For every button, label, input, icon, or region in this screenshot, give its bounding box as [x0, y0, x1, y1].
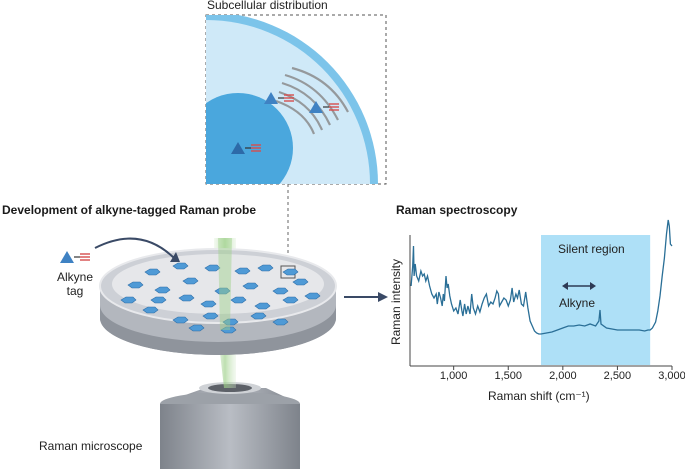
organelle-membranes: [275, 66, 349, 135]
probe-in-nucleus: [231, 142, 261, 154]
silent-region-label: Silent region: [558, 242, 625, 256]
x-axis-label: Raman shift (cm⁻¹): [488, 389, 590, 403]
cell-icon: [214, 287, 231, 295]
cell-icon: [127, 281, 144, 289]
cell-icon: [182, 277, 199, 285]
cell-icon: [172, 262, 189, 270]
probe-in-cell-2: [309, 101, 339, 113]
cell-icon: [178, 294, 195, 302]
cell-icon: [282, 296, 299, 304]
cell-icon: [272, 318, 289, 326]
curved-arrow: [94, 237, 175, 259]
subcellular-inset: [205, 14, 387, 185]
development-title: Development of alkyne-tagged Raman probe: [2, 203, 257, 217]
cell-icon: [200, 300, 217, 308]
cell-icon: [222, 318, 239, 326]
cell-icon: [234, 267, 251, 275]
alkyne-tag-line1: Alkyne: [56, 270, 94, 284]
alkyne-tag-label: Alkyne tag: [55, 270, 95, 298]
cell-icon: [282, 268, 299, 276]
cell-icon: [202, 312, 219, 320]
cell-icon: [150, 296, 167, 304]
cell-icon: [254, 302, 271, 310]
cell-icon: [144, 268, 161, 276]
cell-icon: [120, 296, 137, 304]
spectroscopy-title: Raman spectroscopy: [396, 203, 518, 217]
cell-icon: [230, 296, 247, 304]
x-tick-label: 2,000: [549, 370, 577, 382]
cell-icon: [154, 286, 171, 294]
cell-nucleus: [206, 93, 293, 184]
x-tick-label: 3,000: [658, 370, 685, 382]
x-tick-label: 1,000: [439, 370, 468, 382]
x-tick-label: 2,500: [603, 370, 632, 382]
cell-icon: [257, 264, 274, 272]
probe-in-cell-1: [264, 92, 294, 104]
cell-icon: [188, 324, 205, 332]
cell-icon: [142, 306, 159, 314]
cells-on-dish: [120, 262, 321, 334]
raman-microscope-icon: [160, 382, 300, 469]
silent-region-band: [541, 235, 651, 365]
microscope-label: Raman microscope: [39, 439, 143, 453]
spectrum-line: [410, 219, 673, 335]
alkyne-peak-label: Alkyne: [559, 296, 596, 310]
x-ticks: [453, 366, 673, 370]
raman-spectrum-chart: [409, 219, 673, 370]
y-axis-label: Raman intensity: [389, 258, 403, 346]
cell-icon: [204, 264, 221, 272]
alkyne-probe-icon: [60, 251, 90, 263]
cell-icon: [220, 326, 237, 334]
cell-icon: [272, 287, 289, 295]
cell-icon: [250, 312, 267, 320]
cell-icon: [242, 282, 259, 290]
culture-dish-icon: [99, 248, 337, 355]
x-tick-label: 1,500: [494, 370, 523, 382]
subcellular-title: Subcellular distribution: [207, 0, 328, 12]
cell-icon: [292, 278, 309, 286]
alkyne-tag-line2: tag: [66, 284, 84, 298]
cell-icon: [304, 292, 321, 300]
cell-icon: [172, 316, 189, 324]
